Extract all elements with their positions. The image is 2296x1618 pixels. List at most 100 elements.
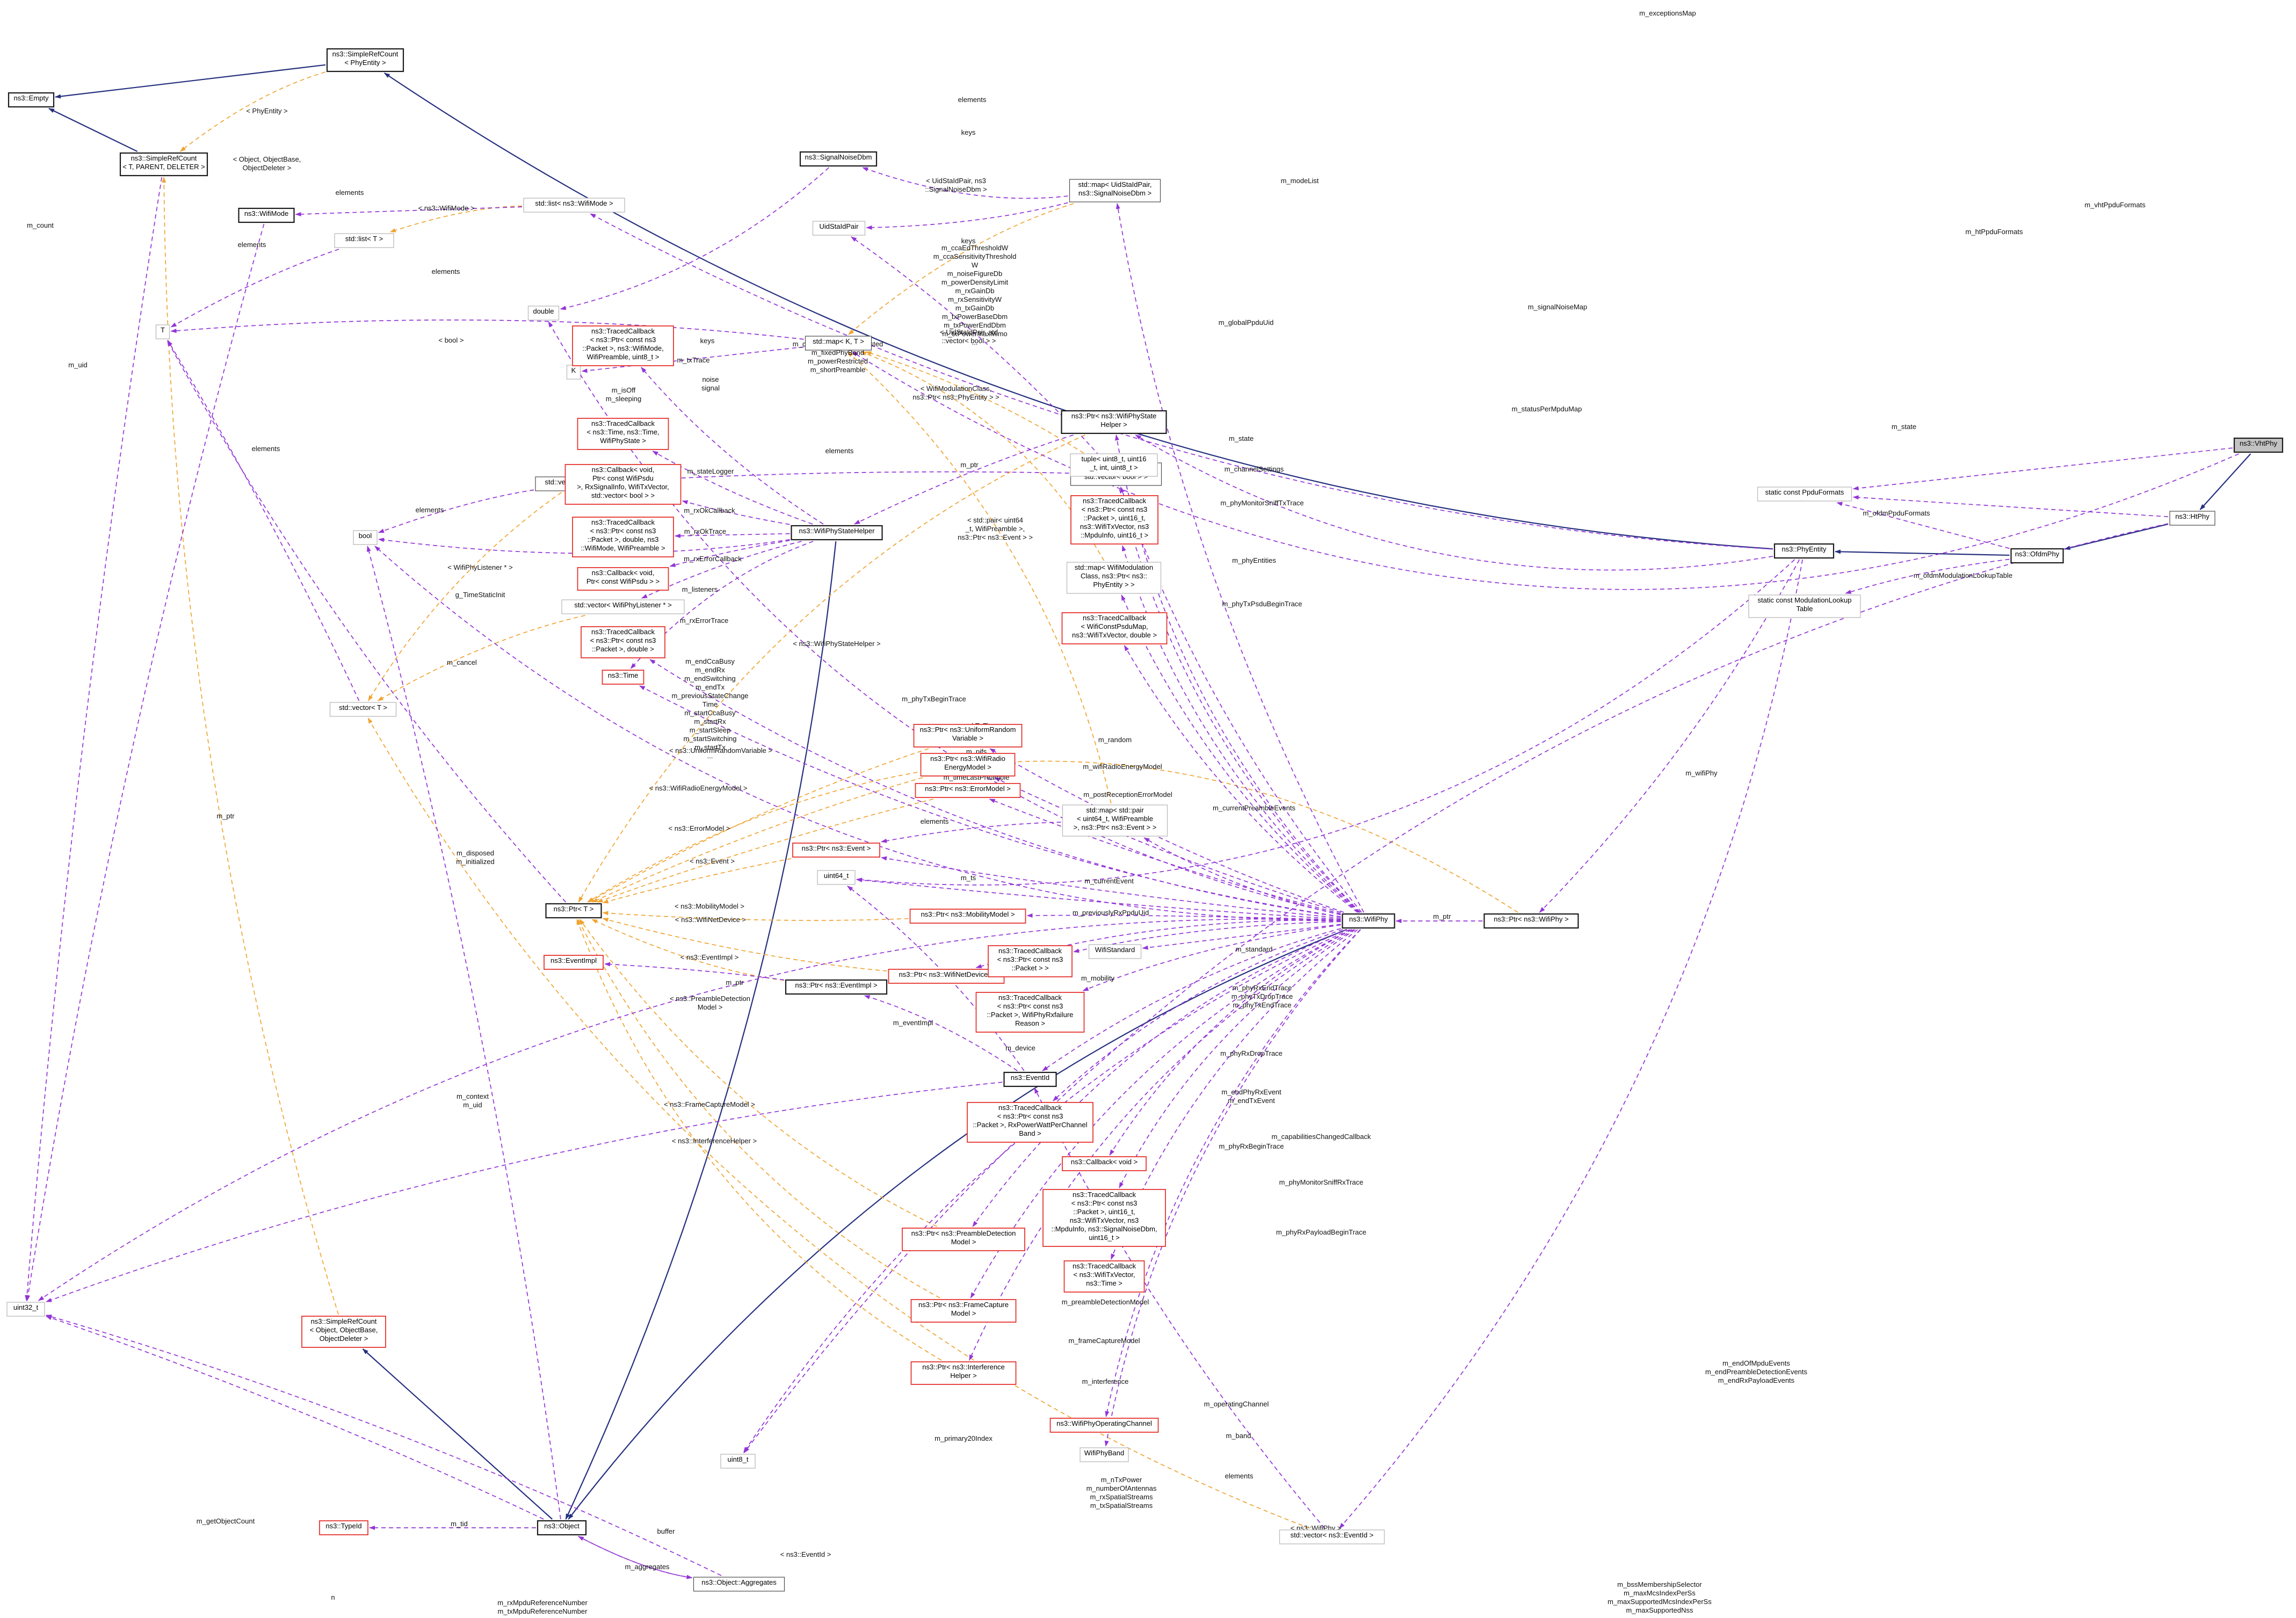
member-label: m_vhtPpduFormats <box>2084 201 2146 209</box>
class-node-object[interactable]: ns3::Object <box>537 1520 587 1536</box>
class-node-dbl[interactable]: double <box>527 306 560 321</box>
edge-vec_t-t <box>167 340 360 701</box>
class-node-cb_rxok[interactable]: ns3::Callback< void,Ptr< const WifiPsdu>… <box>564 464 682 505</box>
class-node-box <box>909 909 1026 924</box>
class-node-htphy[interactable]: ns3::HtPhy <box>2169 511 2215 526</box>
class-node-wpoc[interactable]: ns3::WifiPhyOperatingChannel <box>1049 1418 1159 1433</box>
class-node-box <box>353 530 378 545</box>
class-node-vec_lsnr[interactable]: std::vector< WifiPhyListener * > <box>561 599 685 614</box>
class-node-wifiphy[interactable]: ns3::WifiPhy <box>1342 913 1395 929</box>
class-node-box <box>799 151 878 167</box>
member-label: g_TimeStaticInit <box>455 591 505 599</box>
class-node-ppdufmt[interactable]: static const PpduFormats <box>1757 487 1852 502</box>
class-node-tcb_rxfail[interactable]: ns3::TracedCallback< ns3::Ptr< const ns3… <box>975 992 1085 1033</box>
class-node-cb_psdu[interactable]: ns3::Callback< void,Ptr< const WifiPsdu … <box>577 567 669 591</box>
class-node-ptr_t[interactable]: ns3::Ptr< T > <box>545 903 602 919</box>
class-node-tuple[interactable]: tuple< uint8_t, uint16_t, int, uint8_t > <box>1070 453 1158 477</box>
class-node-b[interactable]: bool <box>353 530 378 545</box>
class-node-ptr_ei[interactable]: ns3::Ptr< ns3::EventImpl > <box>785 979 888 995</box>
class-node-tcb_tvt[interactable]: ns3::TracedCallback< ns3::WifiTxVector,n… <box>1063 1260 1145 1293</box>
class-node-typeid[interactable]: ns3::TypeId <box>319 1520 368 1535</box>
class-node-wifimode[interactable]: ns3::WifiMode <box>238 207 295 223</box>
class-node-tcb_rxerr[interactable]: ns3::TracedCallback< ns3::Ptr< const ns3… <box>572 517 674 557</box>
class-node-u8[interactable]: uint8_t <box>720 1454 756 1469</box>
class-node-wstd[interactable]: WifiStandard <box>1088 944 1142 959</box>
edge-ptr_wp-ptr_t <box>587 760 1518 913</box>
class-node-ptr_wp[interactable]: ns3::Ptr< ns3::WifiPhy > <box>1483 913 1579 929</box>
class-node-eventimpl[interactable]: ns3::EventImpl <box>544 955 604 970</box>
class-node-tcb_psdumap[interactable]: ns3::TracedCallback< WifiConstPsduMap,ns… <box>1061 612 1168 644</box>
class-node-ptr_mob[interactable]: ns3::Ptr< ns3::MobilityModel > <box>909 909 1026 924</box>
class-node-snd[interactable]: ns3::SignalNoiseDbm <box>799 151 878 167</box>
class-node-k[interactable]: K <box>566 365 581 380</box>
class-node-t[interactable]: T <box>155 324 170 339</box>
member-label: m_cancel <box>447 658 477 666</box>
class-node-map_pair[interactable]: std::map< std::pair< uint64_t, WifiPream… <box>1062 804 1168 837</box>
class-node-time[interactable]: ns3::Time <box>602 670 644 685</box>
class-node-box <box>1773 543 1835 559</box>
member-label: m_txTrace <box>677 356 710 364</box>
class-node-src_phy[interactable]: ns3::SimpleRefCount< PhyEntity > <box>326 48 404 72</box>
class-node-wpb[interactable]: WifiPhyBand <box>1080 1447 1129 1462</box>
class-node-tcb_state[interactable]: ns3::TracedCallback< ns3::Time, ns3::Tim… <box>577 418 669 450</box>
class-node-tcb_sniff_tx[interactable]: ns3::TracedCallback< ns3::Ptr< const ns3… <box>1070 495 1158 545</box>
class-node-empty[interactable]: ns3::Empty <box>8 92 55 108</box>
class-node-aggregates[interactable]: ns3::Object::Aggregates <box>693 1577 785 1592</box>
class-node-uidsta[interactable]: UidStaIdPair <box>812 221 866 236</box>
class-node-tcb_pkt[interactable]: ns3::TracedCallback< ns3::Ptr< const ns3… <box>988 945 1073 977</box>
class-node-box <box>1062 804 1168 837</box>
class-node-src_obj[interactable]: ns3::SimpleRefCount< Object, ObjectBase,… <box>301 1316 386 1348</box>
member-label: m_ptr <box>960 461 979 469</box>
class-node-box <box>910 1299 1017 1323</box>
class-node-tcb_tx[interactable]: ns3::TracedCallback< ns3::Ptr< const ns3… <box>572 325 674 366</box>
edge-src_phy-empty <box>55 64 326 99</box>
class-node-vec_eid[interactable]: std::vector< ns3::EventId > <box>1279 1529 1385 1544</box>
member-label: m_wifiRadioEnergyModel <box>1083 763 1162 771</box>
class-node-eventid[interactable]: ns3::EventId <box>1003 1071 1057 1087</box>
class-node-sh[interactable]: ns3::WifiPhyStateHelper <box>791 525 883 541</box>
member-label: m_capabilitiesChangedCallback <box>1272 1133 1371 1141</box>
class-node-cb_void[interactable]: ns3::Callback< void > <box>1062 1156 1147 1171</box>
template-args-label: < ns3::InterferenceHelper > <box>672 1137 757 1145</box>
class-node-ofdmphy[interactable]: ns3::OfdmPhy <box>2010 548 2064 564</box>
edge-eventid-u32 <box>46 1082 1003 1302</box>
class-node-box <box>2169 511 2215 526</box>
class-node-box <box>577 418 669 450</box>
class-node-list_t[interactable]: std::list< T > <box>334 233 394 248</box>
class-node-src_t[interactable]: ns3::SimpleRefCount< T, PARENT, DELETER … <box>119 152 208 177</box>
class-node-ptr_ev[interactable]: ns3::Ptr< ns3::Event > <box>792 843 880 858</box>
class-node-map_usnd[interactable]: std::map< UidStaIdPair,ns3::SignalNoiseD… <box>1069 179 1161 202</box>
class-node-tcb_rxbegin[interactable]: ns3::TracedCallback< ns3::Ptr< const ns3… <box>967 1102 1093 1143</box>
class-node-box <box>913 724 1023 748</box>
class-node-map_kt[interactable]: std::map< K, T > <box>805 336 872 351</box>
class-node-box <box>1062 1156 1147 1171</box>
class-node-box <box>2010 548 2064 564</box>
class-node-phyent[interactable]: ns3::PhyEntity <box>1773 543 1835 559</box>
class-node-box <box>566 365 581 380</box>
class-node-ptr_em[interactable]: ns3::Ptr< ns3::ErrorModel > <box>915 783 1021 798</box>
member-label: elements <box>336 188 364 197</box>
class-node-tcb_pd[interactable]: ns3::TracedCallback< ns3::Ptr< const ns3… <box>581 626 665 658</box>
class-node-ptr_nd[interactable]: ns3::Ptr< ns3::WifiNetDevice > <box>888 969 1005 984</box>
class-node-tcb_sniff_rx[interactable]: ns3::TracedCallback< ns3::Ptr< const ns3… <box>1042 1189 1166 1247</box>
edge-wifiphy-map_mod <box>1121 594 1359 913</box>
class-node-box <box>523 198 625 213</box>
class-node-u32[interactable]: uint32_t <box>6 1302 45 1317</box>
class-node-u64[interactable]: uint64_t <box>817 870 856 885</box>
class-node-vec_t[interactable]: std::vector< T > <box>329 702 397 717</box>
class-node-box <box>792 843 880 858</box>
member-label: keys <box>700 337 715 345</box>
class-node-box <box>8 92 55 108</box>
edge-wifiphy-u8 <box>743 929 1350 1453</box>
class-node-list_wm[interactable]: std::list< ns3::WifiMode > <box>523 198 625 213</box>
